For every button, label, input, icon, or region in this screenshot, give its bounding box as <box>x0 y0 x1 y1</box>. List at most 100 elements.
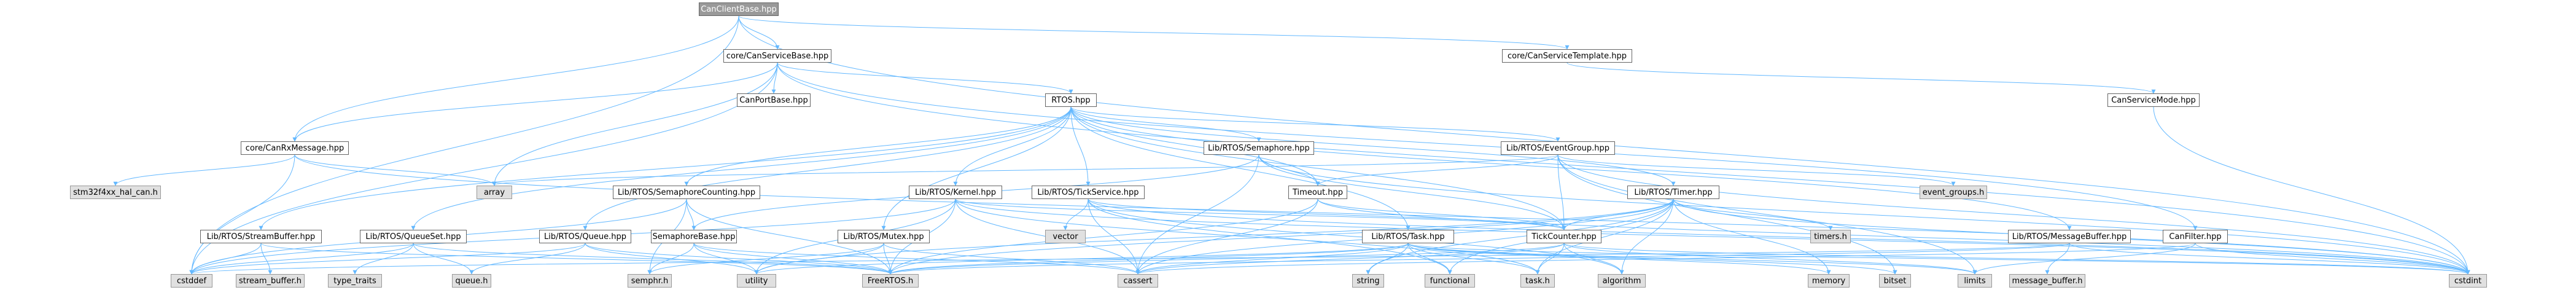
edge-semaphorebase-to-semphr <box>647 243 695 275</box>
edge-kernel-to-tickcounter <box>955 198 1566 230</box>
edge-mutex-to-utility <box>754 243 884 275</box>
edge-tickservice-to-cstdint <box>1088 198 2470 275</box>
edge-mutex-to-semphr <box>647 243 884 275</box>
node-semcounting[interactable]: Lib/RTOS/SemaphoreCounting.hpp <box>613 186 760 199</box>
edge-queueset-to-queue_h <box>413 243 474 275</box>
node-canclientbase[interactable]: CanClientBase.hpp <box>699 2 779 16</box>
node-limits: limits <box>1958 274 1992 288</box>
edge-rtos-to-task <box>1070 106 1411 230</box>
node-cstdint: cstdint <box>2449 274 2487 288</box>
edge-tickcounter-to-algorithm <box>1563 243 1624 275</box>
edge-timer-to-timers <box>1673 198 1833 230</box>
node-streambuffer[interactable]: Lib/RTOS/StreamBuffer.hpp <box>200 230 322 243</box>
node-tickservice[interactable]: Lib/RTOS/TickService.hpp <box>1032 186 1145 199</box>
node-functional: functional <box>1425 274 1475 288</box>
node-canportbase[interactable]: CanPortBase.hpp <box>737 93 811 107</box>
edge-tickcounter-to-limits <box>1563 243 1977 275</box>
edge-queue-to-cstddef <box>189 243 586 275</box>
edge-canfilter-to-cstdint <box>2195 243 2470 275</box>
edge-eventgroup-to-timeout <box>1315 154 1558 186</box>
node-cassert: cassert <box>1118 274 1158 288</box>
edge-canrxmessage-to-stm32hal <box>113 154 295 186</box>
edge-tickcounter-to-cstdint <box>1563 243 2470 275</box>
edge-kernel-to-cstdint <box>955 198 2470 275</box>
node-canservicetemplate[interactable]: core/CanServiceTemplate.hpp <box>1502 49 1632 63</box>
node-cstddef: cstddef <box>171 274 212 288</box>
edge-timeout-to-tickcounter <box>1317 198 1566 230</box>
node-vector: vector <box>1045 230 1086 243</box>
edge-rtos-to-eventgroup <box>1070 106 1560 142</box>
node-semaphore[interactable]: Lib/RTOS/Semaphore.hpp <box>1204 141 1314 155</box>
edge-tickservice-to-functional <box>1088 198 1452 275</box>
edge-task-to-string <box>1366 243 1409 275</box>
edge-semaphore-to-tickcounter <box>1258 154 1566 230</box>
edge-canclientbase-to-canservicebase <box>738 15 780 50</box>
edge-timer-to-memory <box>1673 198 1831 275</box>
edge-canservicebase-to-canfilter <box>777 62 2198 230</box>
node-queue-h: queue.h <box>452 274 491 288</box>
edge-streambuffer-to-freertos <box>260 243 893 275</box>
edge-semaphore-to-cassert <box>1135 154 1259 275</box>
node-stm32hal: stm32f4xx_hal_can.h <box>70 186 161 199</box>
edge-canclientbase-to-cstddef <box>189 15 739 275</box>
node-task[interactable]: Lib/RTOS/Task.hpp <box>1362 230 1454 243</box>
node-eventgroup[interactable]: Lib/RTOS/EventGroup.hpp <box>1501 141 1615 155</box>
edge-rtos-to-tickservice <box>1070 106 1091 186</box>
edge-rtos-to-mutex <box>881 106 1072 230</box>
edge-timeout-to-cstdint <box>1317 198 2470 275</box>
edge-semaphorebase-to-freertos <box>693 243 893 275</box>
edge-messagebuffer-to-cstddef <box>190 243 2070 275</box>
node-timers: timers.h <box>1810 230 1851 243</box>
edge-semaphore-to-cstdint <box>1258 154 2470 275</box>
node-timer[interactable]: Lib/RTOS/Timer.hpp <box>1627 186 1719 199</box>
edge-eventgroup-to-event_groups <box>1557 154 1956 186</box>
node-messagebuffer[interactable]: Lib/RTOS/MessageBuffer.hpp <box>2008 230 2131 243</box>
node-freertos: FreeRTOS.h <box>862 274 919 288</box>
node-semaphorebase[interactable]: SemaphoreBase.hpp <box>651 230 737 243</box>
node-kernel[interactable]: Lib/RTOS/Kernel.hpp <box>909 186 1002 199</box>
node-canservicemode[interactable]: CanServiceMode.hpp <box>2107 93 2200 107</box>
edge-canservicetemplate-to-canservicemode <box>1566 62 2156 94</box>
node-type-traits: type_traits <box>328 274 382 288</box>
edge-rtos-to-messagebuffer <box>1070 106 2072 230</box>
edge-tickcounter-to-freertos <box>888 243 1565 275</box>
edge-rtos-to-streambuffer <box>259 106 1072 230</box>
edge-semaphorebase-to-cassert <box>693 243 1140 275</box>
node-tickcounter[interactable]: TickCounter.hpp <box>1527 230 1601 243</box>
edge-queue-to-freertos <box>585 243 893 275</box>
edge-tickservice-to-cassert <box>1088 198 1140 275</box>
node-memory: memory <box>1808 274 1850 288</box>
edge-tickservice-to-tickcounter <box>1088 198 1566 230</box>
node-timeout[interactable]: Timeout.hpp <box>1288 186 1347 199</box>
edge-eventgroup-to-array <box>492 154 1558 186</box>
edge-task-to-memory <box>1407 243 1831 275</box>
node-stream-buffer: stream_buffer.h <box>236 274 305 288</box>
edge-task-to-functional <box>1407 243 1452 275</box>
edge-canclientbase-to-canservicetemplate <box>738 15 1570 50</box>
edge-queueset-to-freertos <box>413 243 893 275</box>
node-queue[interactable]: Lib/RTOS/Queue.hpp <box>539 230 631 243</box>
node-queueset[interactable]: Lib/RTOS/QueueSet.hpp <box>360 230 467 243</box>
node-canrxmessage[interactable]: core/CanRxMessage.hpp <box>241 141 349 155</box>
edge-canfilter-to-limits <box>1972 243 2196 275</box>
edge-canservicebase-to-array <box>492 62 778 186</box>
edge-tickservice-to-vector <box>1063 198 1089 230</box>
edge-canrxmessage-to-cstdint <box>294 154 2470 275</box>
node-canfilter[interactable]: CanFilter.hpp <box>2163 230 2228 243</box>
node-rtos[interactable]: RTOS.hpp <box>1045 93 1097 107</box>
node-algorithm: algorithm <box>1598 274 1646 288</box>
edge-canrxmessage-to-cstddef <box>189 154 295 275</box>
node-mutex[interactable]: Lib/RTOS/Mutex.hpp <box>838 230 930 243</box>
edge-tickcounter-to-task_h <box>1535 243 1565 275</box>
node-utility: utility <box>737 274 776 288</box>
edge-rtos-to-timeout <box>1070 106 1320 186</box>
edge-eventgroup-to-cstdint <box>1557 154 2470 275</box>
node-canservicebase[interactable]: core/CanServiceBase.hpp <box>723 49 831 63</box>
edge-canservicebase-to-cstdint <box>777 62 2470 275</box>
edge-task-to-cassert <box>1135 243 1409 275</box>
node-string: string <box>1352 274 1384 288</box>
edge-canfilter-to-cassert <box>1135 243 2196 275</box>
edge-rtos-to-timer <box>1070 106 1676 186</box>
